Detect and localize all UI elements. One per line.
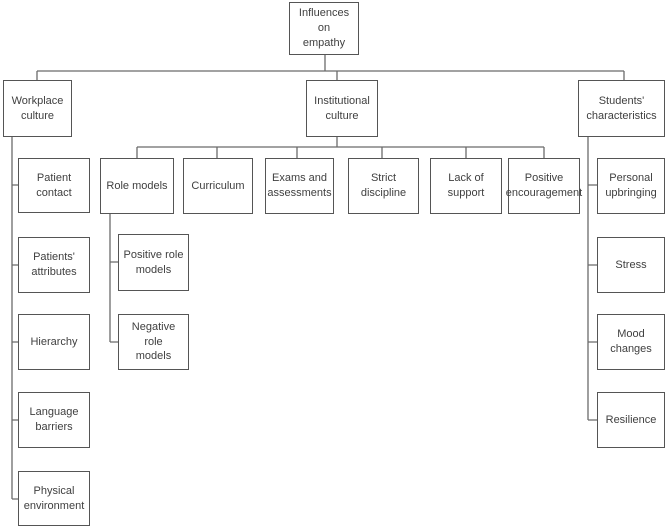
connector-institutional-children [136, 137, 545, 158]
node-label: Positive encouragement [505, 172, 583, 199]
node-mood-changes: Mood changes [597, 314, 665, 370]
node-curriculum: Curriculum [183, 158, 253, 214]
node-personal-upbringing: Personal upbringing [597, 158, 665, 214]
node-patient-contact: Patient contact [18, 158, 90, 213]
node-strict-discipline: Strict discipline [348, 158, 419, 214]
category-label: Institutional culture [314, 94, 370, 122]
node-positive-role-models: Positive role models [118, 234, 189, 291]
node-label: Personal upbringing [605, 172, 657, 199]
node-role-models: Role models [100, 158, 174, 214]
node-label: Role models [106, 179, 168, 192]
node-physical-environment: Physical environment [18, 471, 90, 526]
node-label: Lack of support [447, 172, 485, 199]
category-students-characteristics: Students' characteristics [578, 80, 665, 137]
node-negative-role-models: Negative role models [118, 314, 189, 370]
category-institutional-culture: Institutional culture [306, 80, 378, 137]
node-label: Patient contact [36, 171, 72, 199]
node-label: Language barriers [29, 406, 79, 433]
root-label: Influences on empathy [298, 7, 350, 49]
node-patients-attributes: Patients' attributes [18, 237, 90, 293]
node-resilience: Resilience [597, 392, 665, 448]
node-label: Exams and assessments [267, 172, 332, 199]
node-lack-of-support: Lack of support [430, 158, 502, 214]
node-label: Hierarchy [30, 335, 78, 348]
root-node: Influences on empathy [289, 2, 359, 55]
node-label: Stress [615, 258, 647, 271]
node-language-barriers: Language barriers [18, 392, 90, 448]
node-positive-encouragement: Positive encouragement [505, 158, 583, 214]
connector-root-to-categories [36, 55, 625, 80]
node-label: Physical environment [23, 484, 85, 512]
node-label: Resilience [605, 413, 657, 426]
node-stress: Stress [597, 237, 665, 293]
connector-students-children [587, 137, 597, 421]
node-label: Mood changes [610, 328, 652, 355]
category-workplace-culture: Workplace culture [3, 80, 72, 137]
connector-role-models-children [109, 214, 118, 343]
node-label: Curriculum [191, 179, 245, 192]
node-label: Positive role models [123, 248, 184, 276]
category-label: Students' characteristics [586, 94, 657, 122]
node-hierarchy: Hierarchy [18, 314, 90, 370]
node-exams-and-assessments: Exams and assessments [265, 158, 334, 214]
node-label: Patients' attributes [31, 251, 77, 278]
node-label: Strict discipline [360, 172, 407, 199]
node-label: Negative role models [131, 320, 176, 363]
connector-workplace-children [11, 137, 18, 500]
category-label: Workplace culture [11, 94, 64, 122]
